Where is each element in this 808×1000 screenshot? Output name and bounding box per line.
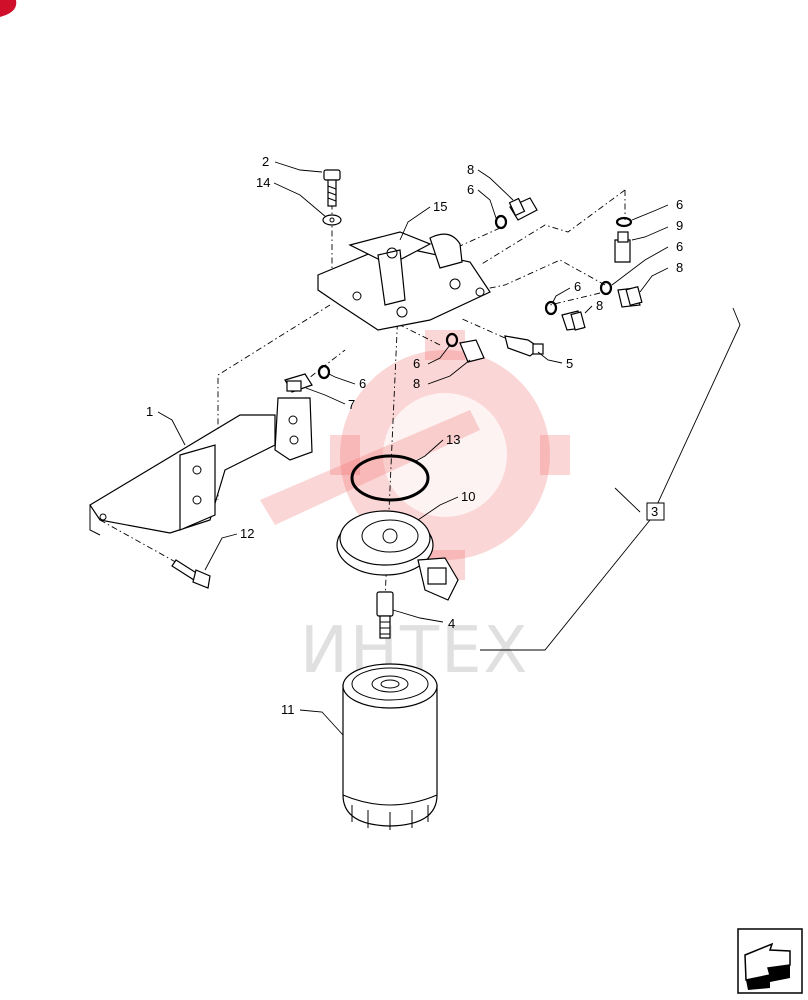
callout-6-right-b: 6 bbox=[676, 239, 683, 254]
bolt-2 bbox=[323, 169, 341, 207]
callout-12: 12 bbox=[240, 526, 254, 541]
plug-7 bbox=[284, 373, 313, 393]
callout-1: 1 bbox=[146, 404, 153, 419]
nipple-4 bbox=[376, 591, 394, 639]
fitting-8-mid bbox=[561, 310, 586, 331]
sensor-5 bbox=[504, 335, 544, 357]
filter-cartridge-11 bbox=[342, 663, 438, 830]
callout-4: 4 bbox=[448, 616, 455, 631]
brand-badge-icon bbox=[0, 0, 17, 17]
callout-box-3 bbox=[646, 502, 665, 521]
callout-8-left: 8 bbox=[413, 376, 420, 391]
adapter-10 bbox=[336, 510, 459, 601]
next-page-arrow-icon[interactable] bbox=[737, 928, 803, 994]
seal-13 bbox=[350, 454, 430, 502]
o-ring-6a bbox=[494, 214, 508, 230]
bolt-12 bbox=[171, 559, 211, 589]
callout-9: 9 bbox=[676, 218, 683, 233]
o-ring-6d bbox=[544, 300, 558, 316]
fitting-8-right bbox=[617, 285, 643, 308]
callout-8-top: 8 bbox=[467, 162, 474, 177]
callout-labels: 2 14 15 8 6 6 9 6 8 6 8 5 6 8 6 7 1 13 1… bbox=[146, 154, 683, 717]
o-ring-6c bbox=[599, 280, 613, 296]
callout-2: 2 bbox=[262, 154, 269, 169]
callout-13: 13 bbox=[446, 432, 460, 447]
callout-6-left: 6 bbox=[413, 356, 420, 371]
fitting-8-top bbox=[508, 197, 538, 221]
fitting-9 bbox=[614, 231, 631, 263]
callout-14: 14 bbox=[256, 175, 270, 190]
callout-6-right-a: 6 bbox=[676, 197, 683, 212]
callout-6-top: 6 bbox=[467, 182, 474, 197]
bracket-1 bbox=[89, 397, 313, 536]
callout-6-mid: 6 bbox=[574, 279, 581, 294]
callout-3: 3 bbox=[651, 504, 658, 519]
washer-14 bbox=[322, 214, 342, 226]
o-ring-6e bbox=[445, 332, 459, 348]
callout-6-plug: 6 bbox=[359, 376, 366, 391]
callout-11: 11 bbox=[281, 702, 295, 717]
o-ring-6b bbox=[615, 216, 633, 228]
callout-5: 5 bbox=[566, 356, 573, 371]
callout-8-mid: 8 bbox=[596, 298, 603, 313]
fitting-8-left bbox=[459, 339, 485, 363]
filter-head bbox=[317, 231, 491, 331]
leader-lines bbox=[157, 161, 669, 736]
o-ring-6f bbox=[317, 364, 331, 380]
callout-10: 10 bbox=[461, 489, 475, 504]
callout-7: 7 bbox=[348, 397, 355, 412]
callout-15: 15 bbox=[433, 199, 447, 214]
callout-8-right: 8 bbox=[676, 260, 683, 275]
